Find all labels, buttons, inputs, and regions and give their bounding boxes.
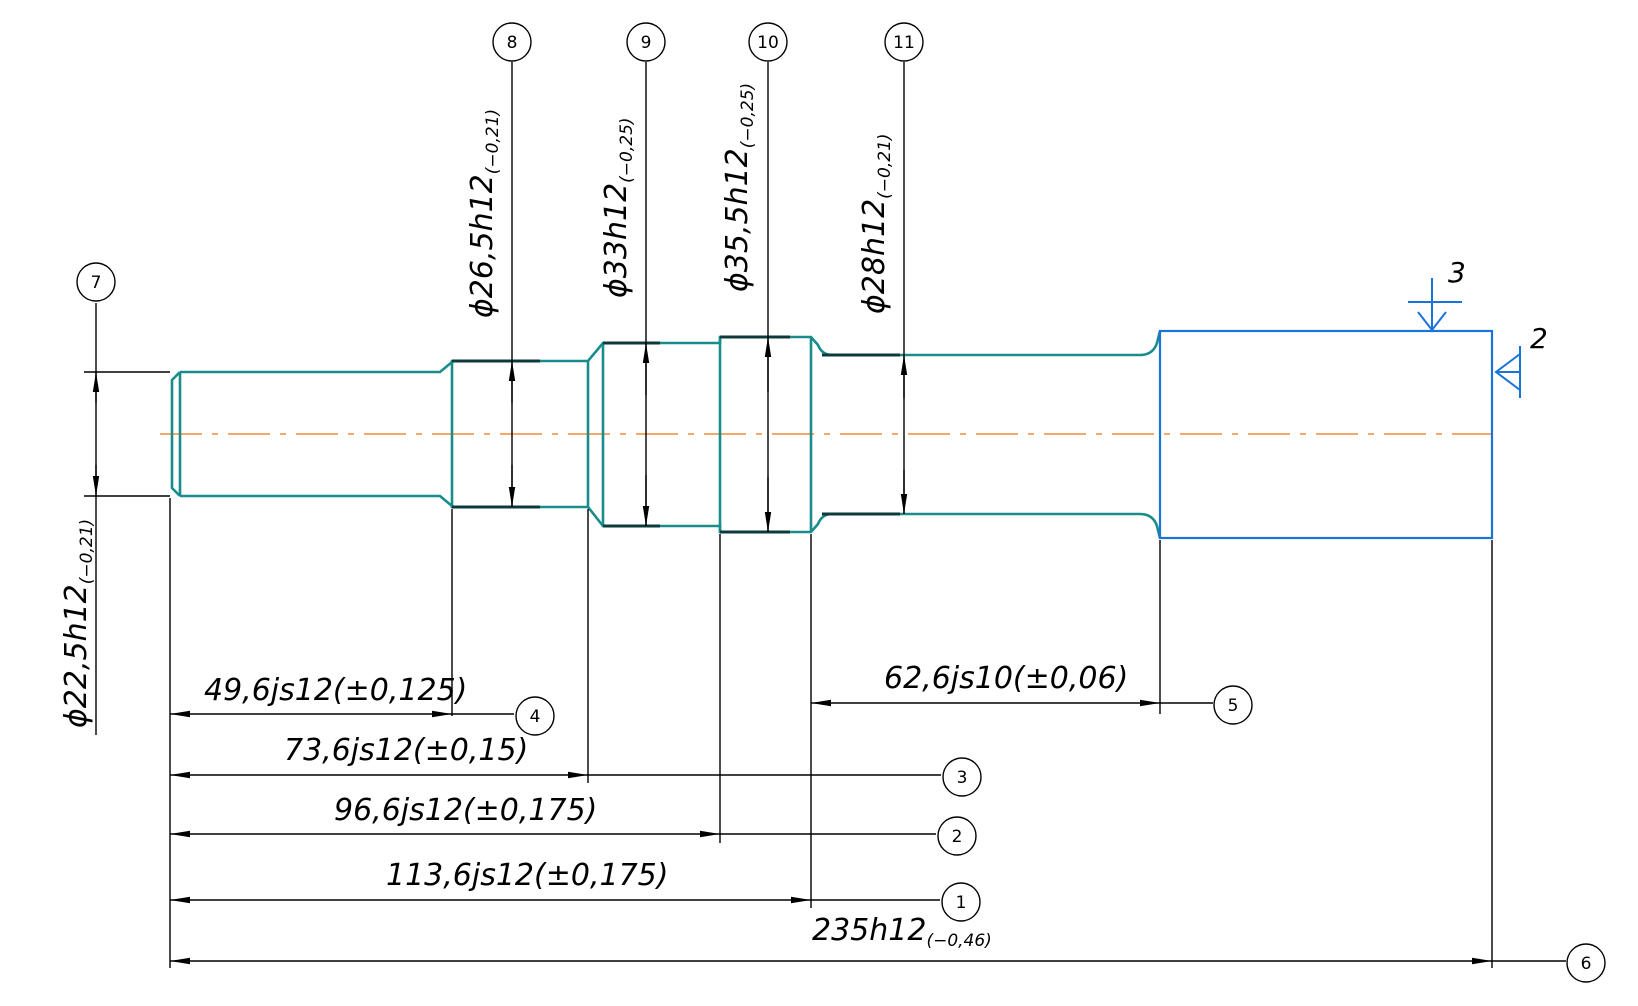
datum-symbol-top bbox=[1408, 278, 1462, 332]
bubble-1 bbox=[941, 882, 981, 922]
bubble-4-label: 4 bbox=[530, 707, 541, 727]
bubble-10-label: 10 bbox=[757, 33, 779, 53]
datum-symbol-right bbox=[1494, 346, 1521, 398]
blank-outline bbox=[1158, 329, 1494, 540]
bubble-2 bbox=[937, 816, 977, 856]
datum-label-right: 2 bbox=[1530, 322, 1548, 355]
diameter-dim-7-text: ϕ22,5h12(−0,21) bbox=[59, 519, 97, 728]
callout-bubbles bbox=[76, 22, 1606, 983]
bubble-3-label: 3 bbox=[957, 768, 968, 788]
length-dim-6-text: 235h12(−0,46) bbox=[812, 913, 992, 951]
bubble-11-label: 11 bbox=[893, 33, 915, 53]
bubble-8 bbox=[492, 22, 532, 62]
bubble-10 bbox=[748, 22, 788, 62]
length-dim-1-text: 113,6js12(±0,175) bbox=[386, 858, 668, 893]
bubble-2-label: 2 bbox=[952, 827, 963, 847]
diameter-dim-8-text: ϕ26,5h12(−0,21) bbox=[465, 109, 503, 318]
diameter-dim-11-text: ϕ28h12(−0,21) bbox=[857, 133, 895, 314]
bubble-6 bbox=[1566, 943, 1606, 983]
diameter-dim-7 bbox=[84, 303, 170, 735]
length-dim-3-text: 73,6js12(±0,15) bbox=[284, 733, 528, 768]
bubble-6-label: 6 bbox=[1581, 954, 1592, 974]
extension-lines bbox=[169, 498, 1493, 968]
bubble-5 bbox=[1213, 685, 1253, 725]
surface-marks bbox=[452, 335, 900, 534]
length-dim-4-text: 49,6js12(±0,125) bbox=[204, 673, 467, 708]
bubble-7-label: 7 bbox=[91, 273, 102, 293]
diameter-dim-9-text: ϕ33h12(−0,25) bbox=[599, 117, 637, 298]
bubble-3 bbox=[942, 757, 982, 797]
diameter-dim-10-text: ϕ35,5h12(−0,25) bbox=[720, 83, 758, 292]
bubble-4 bbox=[515, 696, 555, 736]
bubble-9 bbox=[626, 22, 666, 62]
length-dim-5-text: 62,6js10(±0,06) bbox=[884, 661, 1128, 696]
bubble-11 bbox=[884, 22, 924, 62]
callout-bubble-labels: 7 8 9 10 11 4 3 2 1 5 6 bbox=[91, 33, 1592, 974]
bubble-7 bbox=[76, 262, 116, 302]
datum-label-top: 3 bbox=[1448, 256, 1466, 289]
bubble-5-label: 5 bbox=[1228, 696, 1239, 716]
bubble-9-label: 9 bbox=[641, 33, 652, 53]
bubble-8-label: 8 bbox=[507, 33, 518, 53]
length-dim-2-text: 96,6js12(±0,175) bbox=[334, 793, 597, 828]
bubble-1-label: 1 bbox=[956, 893, 967, 913]
